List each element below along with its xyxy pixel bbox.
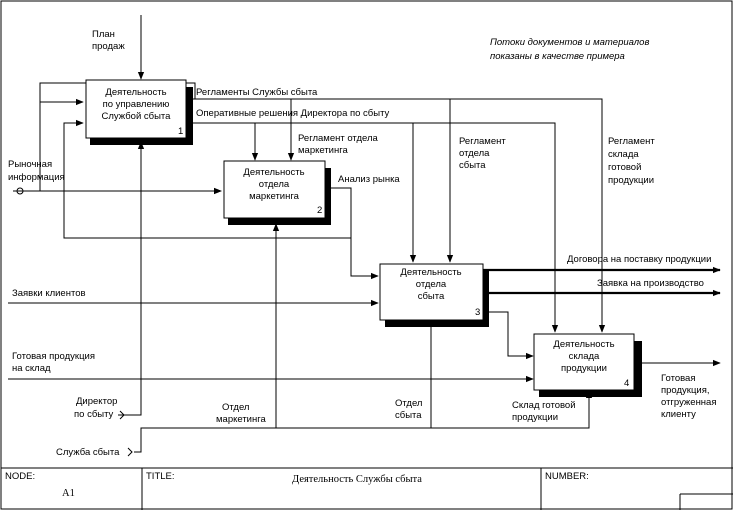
arrow-service[interactable] (134, 390, 593, 453)
box-3-text-3: сбыта (418, 291, 445, 302)
box-3-number: 3 (475, 307, 480, 318)
tunnel-director (119, 410, 125, 420)
label-mech-sales-1: Отдел (395, 398, 422, 409)
label-mech-marketing-1: Отдел (222, 402, 249, 413)
box-4-text-3: продукции (561, 363, 607, 374)
label-market-info-1: Рыночная (8, 159, 52, 170)
footer-title-label: TITLE: (146, 471, 175, 482)
arrow-oper-decisions[interactable] (186, 122, 559, 333)
box-2-rect (223, 160, 326, 219)
label-finished-to-client-3: отгруженная (661, 397, 716, 408)
box-4-number: 4 (624, 378, 629, 389)
box-2-text-1: Деятельность (243, 167, 304, 178)
label-reg-service: Регламенты Службы сбыта (196, 87, 318, 98)
label-finished-to-wh-1: Готовая продукция (12, 351, 95, 362)
label-plan-sales-1: План (92, 29, 115, 40)
label-reg-marketing-1: Регламент отдела (298, 133, 379, 144)
box-1-rect (85, 79, 187, 139)
label-market-analysis: Анализ рынка (338, 174, 400, 185)
arrow-director[interactable] (118, 141, 145, 416)
label-reg-warehouse-1: Регламент (608, 136, 655, 147)
label-reg-warehouse-2: склада (608, 149, 639, 160)
label-market-info-2: информация (8, 172, 65, 183)
box-4-rect (533, 333, 635, 391)
label-oper-decisions: Оперативные решения Директора по сбыту (196, 108, 390, 119)
box-1[interactable]: Деятельность по управлению Службой сбыта… (85, 79, 193, 145)
label-finished-to-client-1: Готовая (661, 373, 695, 384)
box-2-number: 2 (317, 205, 322, 216)
arrow-box3-to-box4[interactable] (483, 311, 534, 360)
box-3-text-1: Деятельность (400, 267, 461, 278)
arrow-market-analysis[interactable] (325, 187, 379, 280)
box-3-rect (379, 263, 484, 321)
label-reg-warehouse-3: готовой (608, 162, 641, 173)
tunnel-service (127, 447, 133, 457)
box-1-text-1: Деятельность (105, 87, 166, 98)
note-line-2: показаны в качестве примера (490, 51, 625, 62)
label-mech-warehouse-1: Склад готовой (512, 400, 576, 411)
label-mech-warehouse-2: продукции (512, 412, 558, 423)
note-line-1: Потоки документов и материалов (490, 37, 649, 48)
label-supply-contracts: Договора на поставку продукции (567, 254, 711, 265)
footer-title-value: Деятельность Службы сбыта (292, 474, 422, 485)
arrow-reg-service[interactable] (186, 98, 606, 333)
box-2[interactable]: Деятельность отдела маркетинга 2 (223, 160, 331, 225)
box-4[interactable]: Деятельность склада продукции 4 (533, 333, 642, 397)
box-3[interactable]: Деятельность отдела сбыта 3 (379, 263, 489, 327)
arrow-market-info-to-1[interactable] (39, 98, 84, 191)
box-4-text-2: склада (569, 351, 600, 362)
label-production-req: Заявка на производство (597, 278, 704, 289)
box-1-number: 1 (178, 126, 183, 137)
label-reg-warehouse-4: продукции (608, 175, 654, 186)
label-reg-sales-3: сбыта (459, 160, 486, 171)
label-mech-sales-2: сбыта (395, 410, 422, 421)
label-reg-marketing-2: маркетинга (298, 145, 348, 156)
box-1-text-3: Службой сбыта (102, 111, 172, 122)
box-4-text-1: Деятельность (553, 339, 614, 350)
label-client-requests: Заявки клиентов (12, 288, 86, 299)
footer-node-value: A1 (62, 488, 75, 499)
box-2-text-2: отдела (259, 179, 290, 190)
label-plan-sales-2: продаж (92, 41, 125, 52)
tunnel-market-info (16, 187, 24, 195)
box-2-text-3: маркетинга (249, 191, 299, 202)
arrow-market-analysis-feedback[interactable] (63, 119, 351, 239)
label-director-1: Директор (76, 396, 117, 407)
label-director-2: по сбыту (74, 409, 114, 420)
box-3-text-2: отдела (416, 279, 447, 290)
label-reg-sales-1: Регламент (459, 136, 506, 147)
footer-node-label: NODE: (5, 471, 35, 482)
label-finished-to-wh-2: на склад (12, 363, 51, 374)
label-finished-to-client-2: продукция, (661, 385, 709, 396)
label-mech-marketing-2: маркетинга (216, 414, 266, 425)
label-reg-sales-2: отдела (459, 148, 490, 159)
footer-number-label: NUMBER: (545, 471, 589, 482)
label-service: Служба сбыта (56, 447, 120, 458)
box-1-text-2: по управлению (103, 99, 170, 110)
label-finished-to-client-4: клиенту (661, 409, 696, 420)
